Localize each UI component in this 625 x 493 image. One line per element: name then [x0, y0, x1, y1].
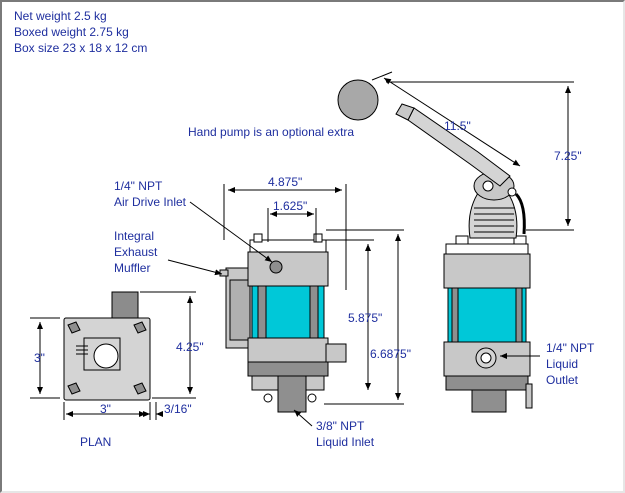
plan-425-label: 4.25" [176, 340, 204, 354]
dim-5875-label: 5.875" [348, 311, 382, 325]
liquid-inlet-label-2: Liquid Inlet [316, 435, 375, 449]
dim-115-label: 11.5" [444, 119, 471, 133]
plan-view [63, 291, 151, 401]
air-inlet-label-2: Air Drive Inlet [114, 195, 187, 209]
plan-3-16-label: 3/16" [164, 402, 192, 416]
plan-label: PLAN [80, 435, 111, 449]
muffler-label-2: Exhaust [114, 245, 158, 259]
net-weight-text: Net weight 2.5 kg [14, 9, 107, 23]
liquid-outlet-label-3: Outlet [546, 373, 579, 387]
plan-3in-bottom-label: 3" [100, 402, 111, 416]
box-size-text: Box size 23 x 18 x 12 cm [14, 41, 147, 55]
liquid-inlet-label-1: 3/8" NPT [316, 419, 365, 433]
liquid-outlet-label-1: 1/4" NPT [546, 341, 595, 355]
side-view [337, 79, 533, 413]
hand-pump-note: Hand pump is an optional extra [188, 125, 354, 139]
dim-725-label: 7.25" [554, 149, 582, 163]
muffler-label-1: Integral [114, 229, 154, 243]
air-inlet-label-1: 1/4" NPT [114, 179, 163, 193]
dim-1625-label: 1.625" [273, 199, 307, 213]
liquid-outlet-label-2: Liquid [546, 357, 578, 371]
boxed-weight-text: Boxed weight 2.75 kg [14, 25, 129, 39]
front-view [219, 233, 347, 413]
plan-3in-side-label: 3" [34, 351, 45, 365]
muffler-label-3: Muffler [114, 261, 150, 275]
dim-66875-label: 6.6875" [370, 347, 411, 361]
dim-4875-label: 4.875" [268, 175, 302, 189]
